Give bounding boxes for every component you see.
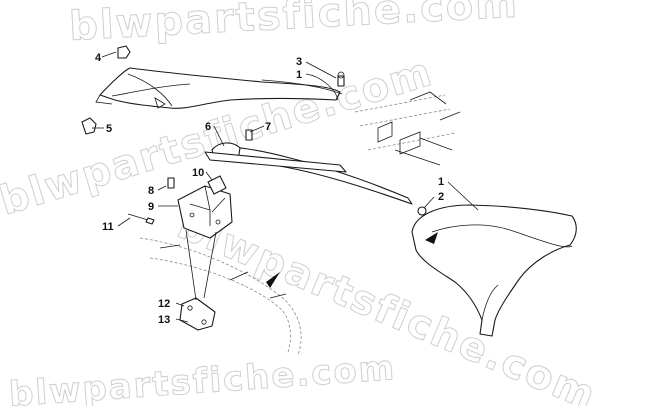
frame-ghost — [354, 91, 461, 166]
pin-11 — [127, 213, 155, 225]
nut-5 — [81, 117, 97, 135]
callout-9: 9 — [148, 201, 154, 213]
callout-6: 6 — [205, 121, 211, 133]
callout-4: 4 — [95, 52, 102, 64]
callout-7: 7 — [265, 121, 271, 133]
bolt-7 — [245, 129, 253, 141]
mount-bracket — [177, 185, 233, 239]
leader-lines — [92, 51, 479, 323]
callout-5: 5 — [106, 123, 112, 135]
callout-1-right: 1 — [438, 176, 444, 188]
callout-numbers: 4 5 3 1 6 7 10 8 9 11 12 13 1 2 — [95, 52, 444, 326]
base-plate — [179, 297, 216, 331]
callout-3: 3 — [296, 56, 302, 68]
indicator-arrow-center — [266, 272, 280, 288]
fastener-3 — [337, 71, 345, 87]
callout-13: 13 — [158, 314, 170, 326]
upper-rail — [261, 79, 343, 95]
callout-11: 11 — [102, 221, 114, 233]
frame-rail-ghost — [139, 237, 302, 356]
callout-10: 10 — [192, 167, 204, 179]
washer-2 — [417, 206, 427, 216]
watermark-top: blwpartsfiche.com — [68, 0, 520, 50]
callout-8: 8 — [148, 185, 154, 197]
screw-8 — [167, 177, 175, 189]
watermark-bottom: blwpartsfiche.com — [8, 348, 398, 406]
clip-10 — [207, 175, 227, 195]
callout-1-top: 1 — [296, 69, 302, 81]
nut-4 — [117, 45, 131, 59]
side-shroud — [411, 204, 577, 337]
upper-shroud — [95, 67, 341, 109]
callout-12: 12 — [158, 298, 170, 310]
brace-rod — [204, 142, 413, 205]
callout-2: 2 — [438, 191, 444, 203]
